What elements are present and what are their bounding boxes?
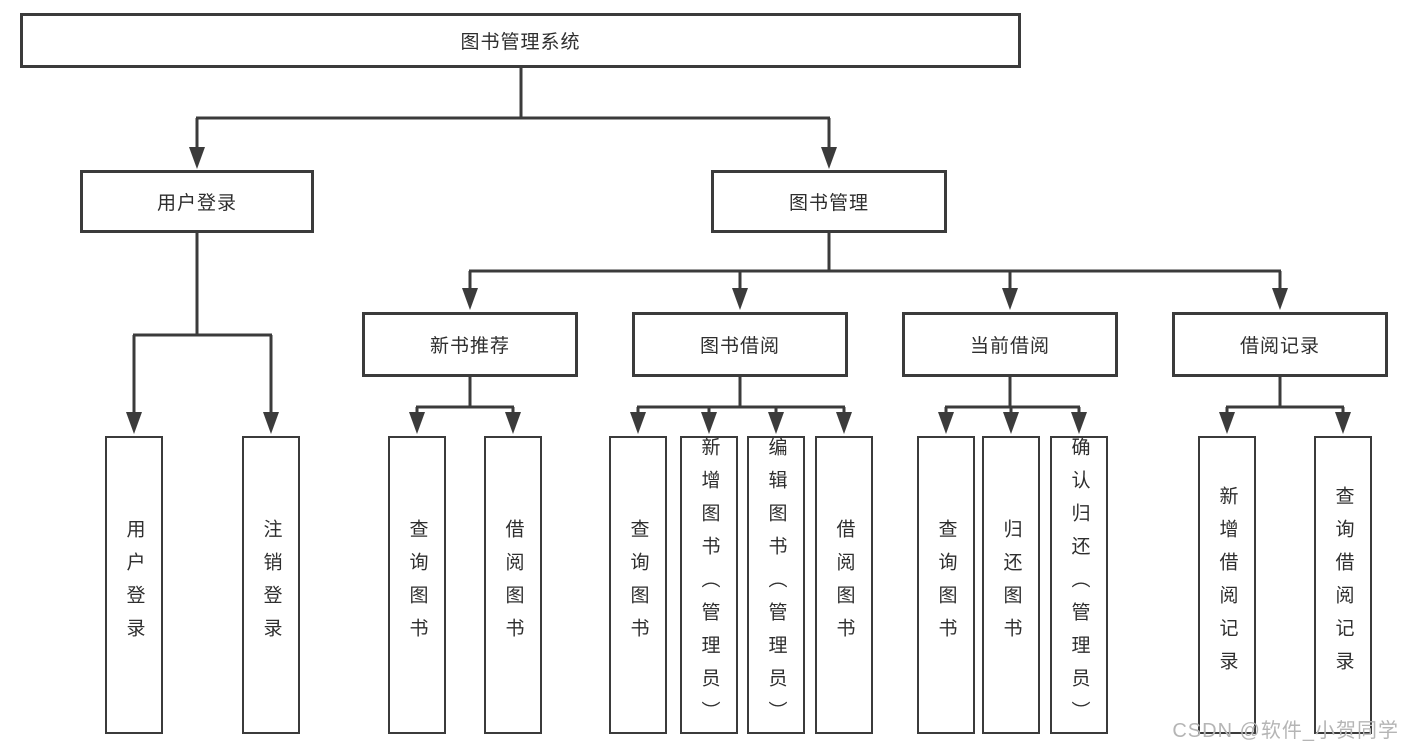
leaf-borrow-books-1: 借阅图书 (484, 436, 542, 734)
leaf-label: 借阅图书 (502, 519, 524, 651)
node-user-login: 用户登录 (80, 170, 314, 233)
leaf-label: 借阅图书 (833, 519, 855, 651)
leaf-label: 查询图书 (935, 519, 957, 651)
node-borrow-records: 借阅记录 (1172, 312, 1388, 377)
leaf-return-books: 归还图书 (982, 436, 1040, 734)
leaf-user-login: 用户登录 (105, 436, 163, 734)
leaf-label: 新增图书（管理员） (698, 436, 720, 734)
leaf-confirm-return-admin: 确认归还（管理员） (1050, 436, 1108, 734)
node-current-borrow: 当前借阅 (902, 312, 1118, 377)
leaf-edit-books-admin: 编辑图书（管理员） (747, 436, 805, 734)
leaf-add-books-admin: 新增图书（管理员） (680, 436, 738, 734)
leaf-query-borrow-record: 查询借阅记录 (1314, 436, 1372, 734)
leaf-add-borrow-record: 新增借阅记录 (1198, 436, 1256, 734)
leaf-label: 注销登录 (260, 519, 282, 651)
leaf-label: 查询图书 (627, 519, 649, 651)
leaf-borrow-books-2: 借阅图书 (815, 436, 873, 734)
leaf-label: 用户登录 (123, 519, 145, 651)
node-library-management-system: 图书管理系统 (20, 13, 1021, 68)
leaf-query-books-2: 查询图书 (609, 436, 667, 734)
leaf-query-books-3: 查询图书 (917, 436, 975, 734)
node-book-borrow: 图书借阅 (632, 312, 848, 377)
leaf-label: 查询图书 (406, 519, 428, 651)
node-new-book-recommend: 新书推荐 (362, 312, 578, 377)
leaf-label: 确认归还（管理员） (1068, 436, 1090, 734)
leaf-label: 编辑图书（管理员） (765, 436, 787, 734)
leaf-label: 查询借阅记录 (1332, 486, 1354, 684)
leaf-label: 新增借阅记录 (1216, 486, 1238, 684)
leaf-label: 归还图书 (1000, 519, 1022, 651)
leaf-logout: 注销登录 (242, 436, 300, 734)
node-book-management: 图书管理 (711, 170, 947, 233)
leaf-query-books-1: 查询图书 (388, 436, 446, 734)
